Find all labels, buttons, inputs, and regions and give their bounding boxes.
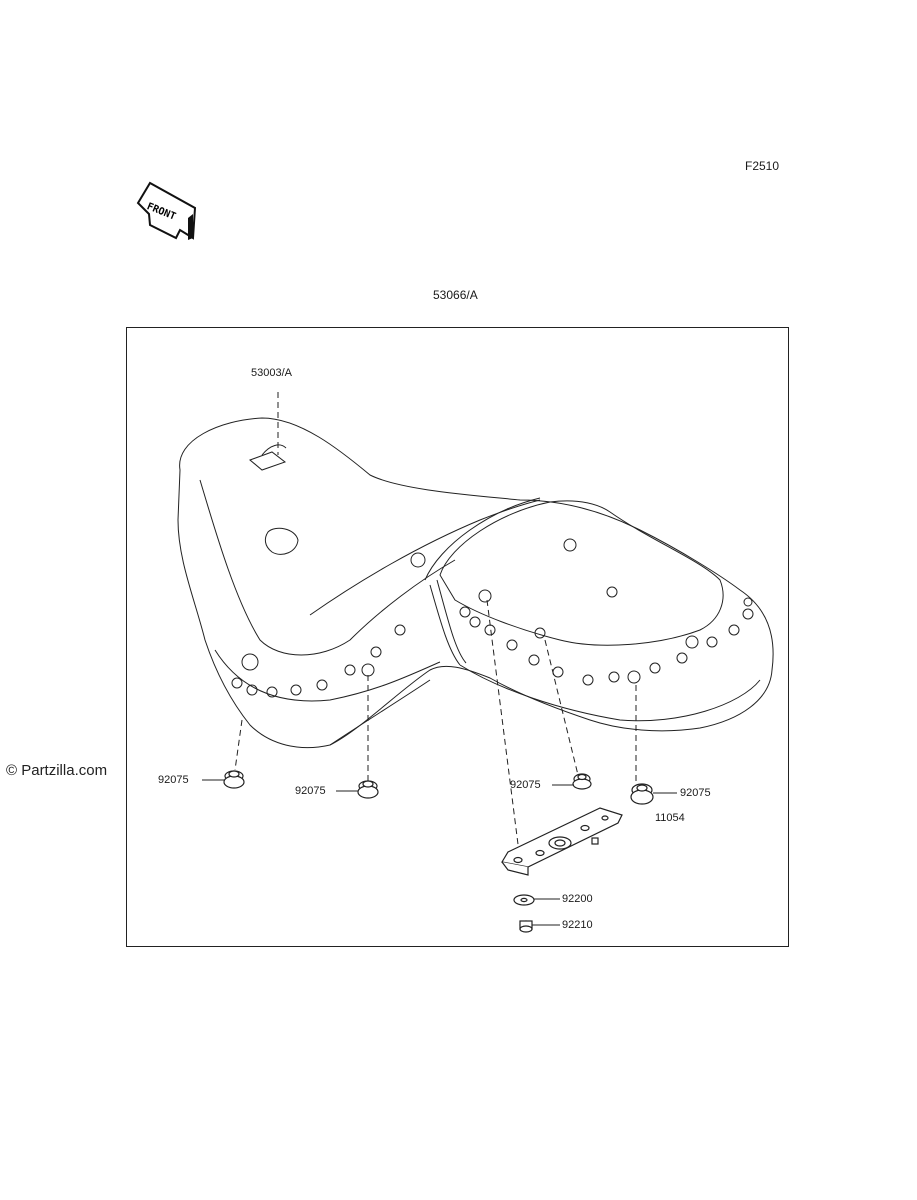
part-label-grommet: 92075 (680, 787, 711, 799)
grommet-icon (223, 770, 245, 789)
part-label-grommet: 92075 (158, 774, 189, 786)
part-label-nut: 92210 (562, 919, 593, 931)
part-label-grommet: 92075 (510, 779, 541, 791)
part-label-bracket: 11054 (655, 812, 685, 824)
diagram-frame (126, 327, 789, 947)
assembly-number: 53066/A (433, 288, 478, 302)
nut-icon (519, 920, 533, 933)
part-label-grommet: 92075 (295, 785, 326, 797)
grommet-icon (572, 773, 592, 790)
part-label-washer: 92200 (562, 893, 593, 905)
grommet-icon (357, 780, 379, 799)
grommet-parts (223, 770, 654, 805)
figure-code: F2510 (745, 159, 780, 173)
grommet-icon (630, 783, 654, 805)
part-label-seat-cover: 53003/A (251, 367, 292, 379)
seat-drawing (177, 417, 774, 749)
partzilla-watermark: © Partzilla.com (6, 762, 108, 779)
leader-lines (234, 392, 637, 861)
callout-lines (202, 779, 677, 926)
front-arrow-icon: FRONT (136, 181, 197, 240)
bracket-plate-icon (501, 807, 623, 876)
washer-icon (513, 894, 535, 906)
